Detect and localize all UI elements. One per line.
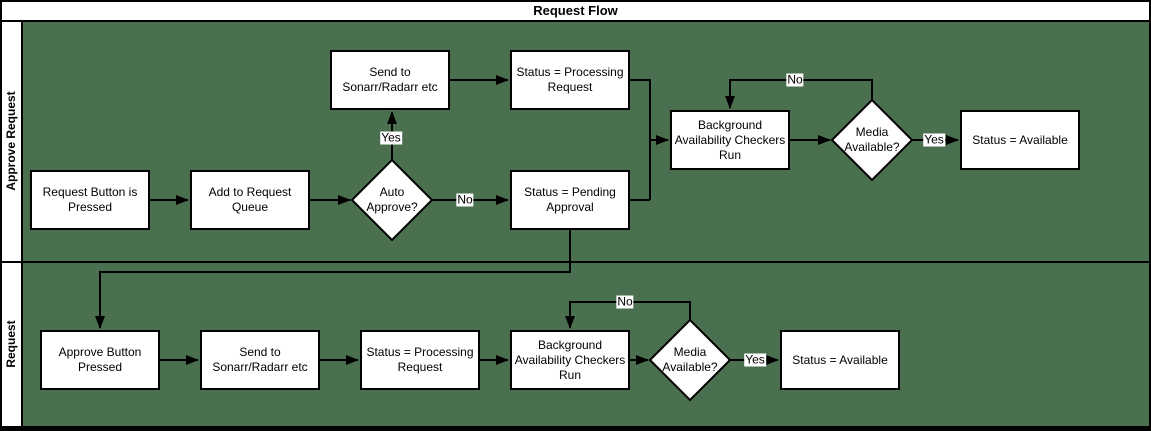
node-media-available-bottom[interactable]: Media Available? bbox=[662, 345, 718, 374]
lane-label-request: Request bbox=[4, 320, 18, 368]
node-media-available-top[interactable]: Media Available? bbox=[844, 125, 900, 154]
edge-label-yes-auto-approve: Yes bbox=[380, 130, 402, 145]
diagram-title-bar: Request Flow bbox=[0, 0, 1151, 22]
edge-label-yes-media-bottom: Yes bbox=[744, 352, 766, 367]
lane-header-column bbox=[0, 22, 23, 428]
diamond-auto-approve[interactable] bbox=[350, 158, 434, 242]
node-background-checkers-bottom[interactable]: Background Availability Checkers Run bbox=[510, 330, 630, 390]
node-request-button-pressed[interactable]: Request Button is Pressed bbox=[30, 170, 150, 230]
node-auto-approve[interactable]: Auto Approve? bbox=[366, 185, 418, 214]
lane-label-approve-request: Approve Request bbox=[4, 91, 18, 191]
node-background-checkers-top[interactable]: Background Availability Checkers Run bbox=[670, 110, 790, 170]
edge-pending-to-approve-button bbox=[95, 230, 571, 329]
edge-label-no-media-bottom: No bbox=[616, 294, 634, 309]
node-status-pending-approval[interactable]: Status = Pending Approval bbox=[510, 170, 630, 230]
node-send-to-sonarr-top[interactable]: Send to Sonarr/Radarr etc bbox=[330, 50, 450, 110]
node-status-processing-top[interactable]: Status = Processing Request bbox=[510, 50, 630, 110]
lane-divider bbox=[0, 261, 1151, 263]
edge-status-merge bbox=[630, 79, 651, 201]
node-approve-button-pressed[interactable]: Approve Button Pressed bbox=[40, 330, 160, 390]
node-status-processing-bottom[interactable]: Status = Processing Request bbox=[360, 330, 480, 390]
diamond-media-available-bottom[interactable] bbox=[648, 318, 732, 402]
node-status-available-bottom[interactable]: Status = Available bbox=[780, 330, 900, 390]
node-status-available-top[interactable]: Status = Available bbox=[960, 110, 1080, 170]
node-add-to-request-queue[interactable]: Add to Request Queue bbox=[190, 170, 310, 230]
edge-label-no-auto-approve: No bbox=[456, 192, 474, 207]
edge-label-no-media-top: No bbox=[786, 72, 804, 87]
node-send-to-sonarr-bottom[interactable]: Send to Sonarr/Radarr etc bbox=[200, 330, 320, 390]
page-title: Request Flow bbox=[533, 2, 618, 18]
edge-label-yes-media-top: Yes bbox=[923, 132, 945, 147]
diamond-media-available-top[interactable] bbox=[830, 98, 914, 182]
